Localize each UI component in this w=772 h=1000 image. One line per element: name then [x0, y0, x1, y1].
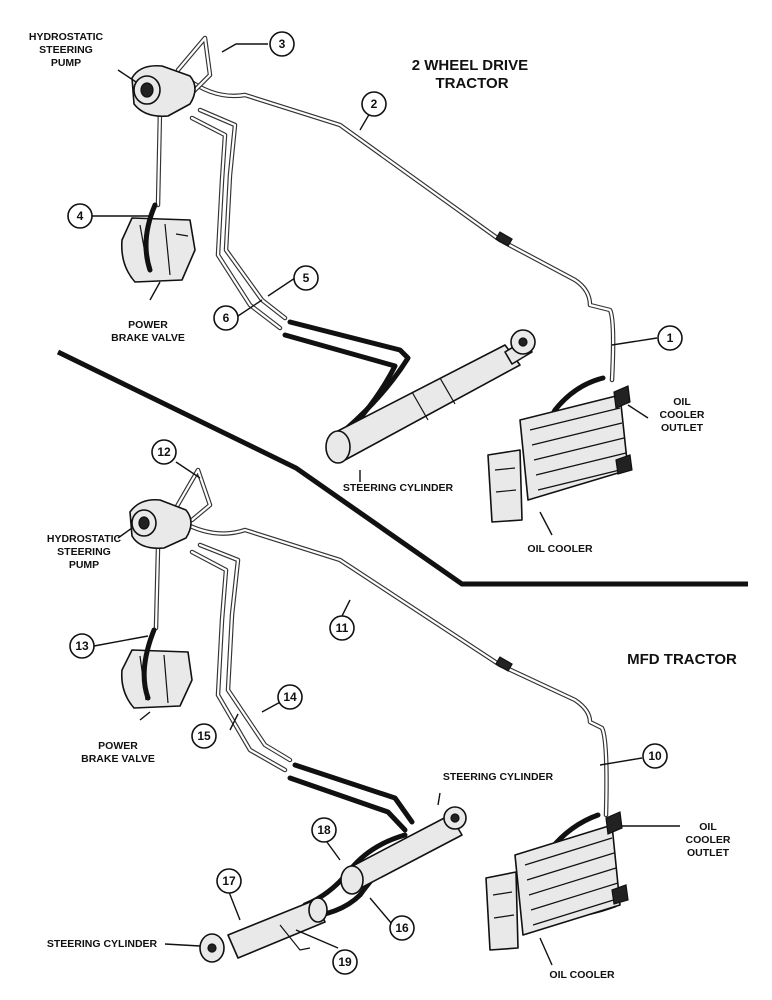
svg-text:17: 17 [222, 874, 236, 888]
svg-text:6: 6 [223, 311, 230, 325]
svg-text:2: 2 [371, 97, 378, 111]
svg-text:15: 15 [197, 729, 211, 743]
callout-16: 16 [389, 915, 415, 941]
bottom-diagram [120, 467, 629, 963]
bottom-brake-valve [120, 649, 193, 709]
callout-3: 3 [269, 31, 295, 57]
top-oil-cooler [487, 385, 633, 523]
svg-text:5: 5 [303, 271, 310, 285]
svg-text:13: 13 [75, 639, 89, 653]
callout-19: 19 [332, 949, 358, 975]
callout-2: 2 [361, 91, 387, 117]
bottom-oil-cooler [485, 811, 629, 951]
callout-15: 15 [191, 723, 217, 749]
svg-text:14: 14 [283, 690, 297, 704]
callout-1: 1 [657, 325, 683, 351]
top-cylinder-label: STEERING CYLINDER [343, 482, 454, 494]
callout-18: 18 [311, 817, 337, 843]
top-brake-valve [120, 217, 196, 283]
leader-lines [92, 43, 680, 966]
callout-11: 11 [329, 615, 355, 641]
svg-text:16: 16 [395, 921, 409, 935]
title-mfd-tractor: MFD TRACTOR [627, 651, 737, 668]
svg-text:10: 10 [648, 749, 662, 763]
callout-17: 17 [216, 868, 242, 894]
svg-text:11: 11 [336, 621, 349, 635]
callout-5: 5 [293, 265, 319, 291]
bottom-cooler-label: OIL COOLER [549, 969, 615, 981]
svg-text:4: 4 [77, 209, 84, 223]
bottom-lower-cylinder-label: STEERING CYLINDER [47, 938, 158, 950]
top-diagram [120, 35, 633, 523]
svg-text:12: 12 [157, 445, 171, 459]
top-steering-cylinder [325, 329, 536, 464]
callout-4: 4 [67, 203, 93, 229]
bottom-upper-steering-cylinder [340, 806, 467, 895]
bottom-upper-cylinder-label: STEERING CYLINDER [443, 771, 554, 783]
svg-text:3: 3 [279, 37, 286, 51]
section-divider [56, 349, 748, 587]
title-2wd-tractor: 2 WHEEL DRIVE TRACTOR [412, 57, 533, 92]
top-cooler-label: OIL COOLER [527, 543, 593, 555]
svg-text:19: 19 [338, 955, 352, 969]
callout-13: 13 [69, 633, 95, 659]
callout-10: 10 [642, 743, 668, 769]
callout-14: 14 [277, 684, 303, 710]
callout-6: 6 [213, 305, 239, 331]
svg-text:1: 1 [667, 331, 674, 345]
bottom-lower-steering-cylinder [199, 897, 328, 963]
callout-12: 12 [151, 439, 177, 465]
svg-text:18: 18 [317, 823, 331, 837]
